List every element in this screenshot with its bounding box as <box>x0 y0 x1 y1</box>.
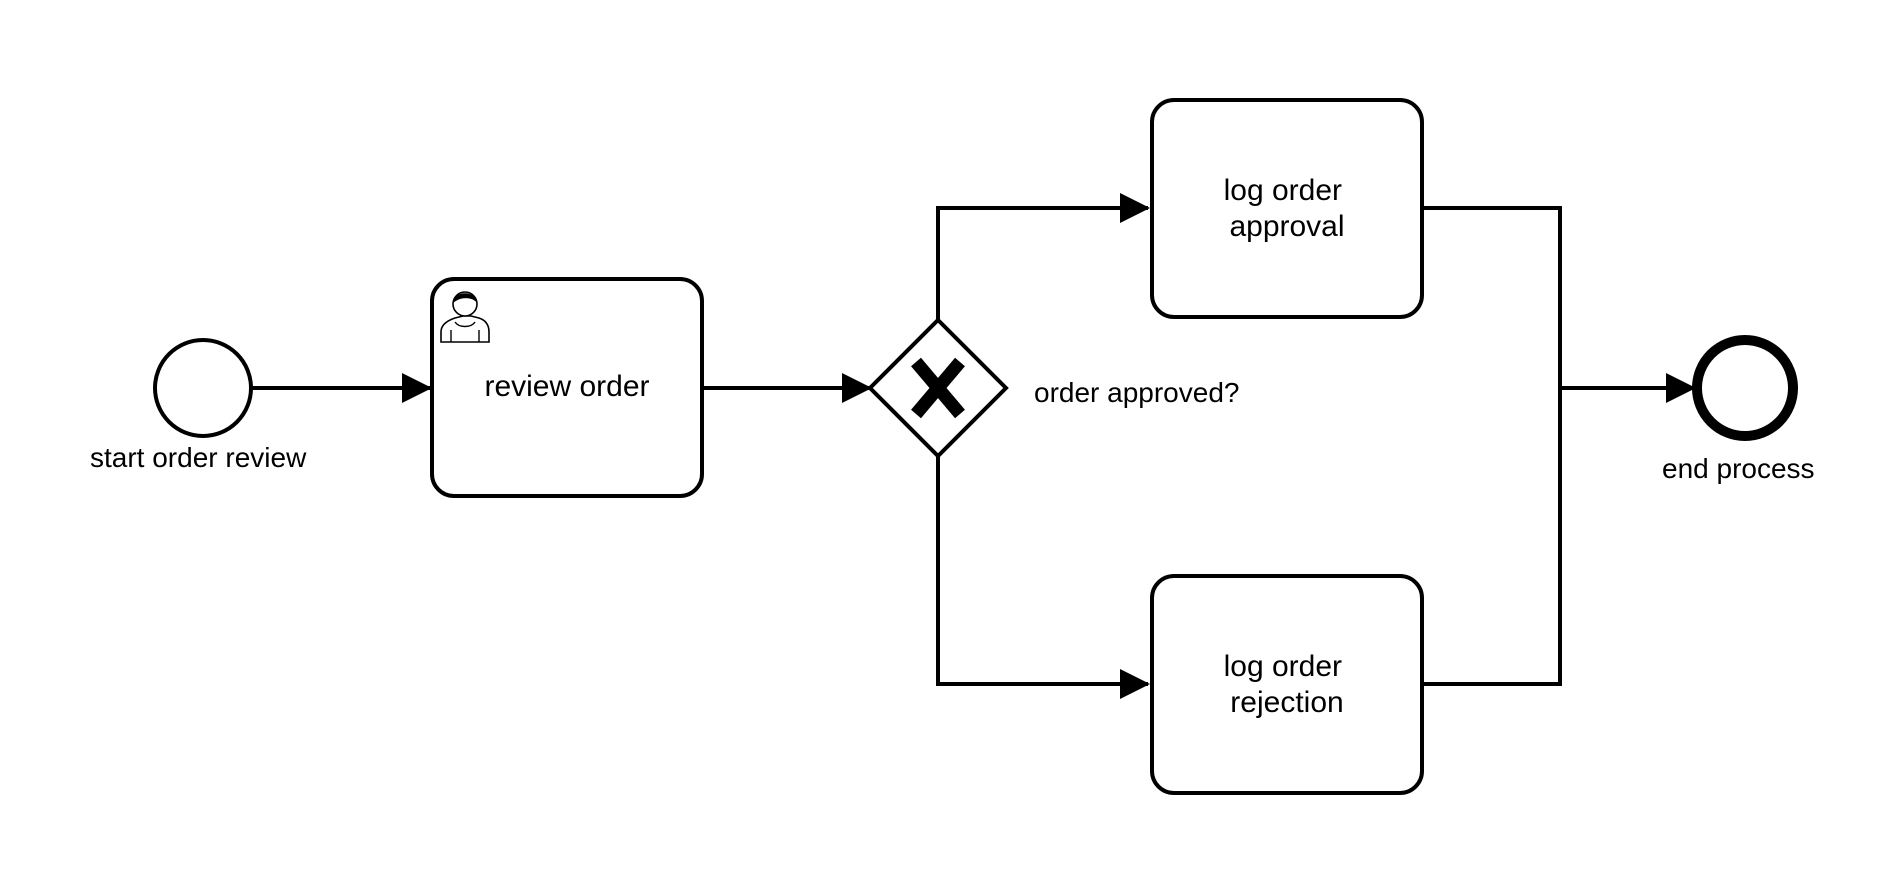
rejection-task-label-line1: log order <box>1224 650 1342 683</box>
sequence-flows <box>252 193 1696 699</box>
rejection-task-label: log order rejection <box>1224 650 1351 719</box>
flow-gateway-to-rejection[interactable] <box>936 454 1150 699</box>
review-order-label: review order <box>484 370 649 403</box>
log-order-approval-task[interactable] <box>1150 98 1424 319</box>
approval-task-label-line1: log order <box>1224 174 1342 207</box>
log-order-rejection-task[interactable] <box>1150 574 1424 795</box>
flow-rejection-to-end[interactable] <box>1422 388 1562 686</box>
flow-approval-to-end[interactable] <box>1422 206 1562 388</box>
approval-task-label-line2: approval <box>1229 210 1344 243</box>
end-event[interactable] <box>1692 335 1798 441</box>
rejection-task-label-line2: rejection <box>1230 686 1343 719</box>
end-event-label: end process <box>1662 453 1815 484</box>
gateway-label: order approved? <box>1034 377 1239 408</box>
flow-gateway-to-approval[interactable] <box>936 193 1150 322</box>
review-order-task[interactable] <box>430 277 704 498</box>
start-event-label: start order review <box>90 442 307 473</box>
exclusive-gateway-icon <box>911 357 965 419</box>
exclusive-gateway[interactable] <box>867 317 1009 459</box>
approval-task-label: log order approval <box>1224 174 1351 243</box>
user-icon <box>440 291 490 343</box>
start-event[interactable] <box>153 338 253 438</box>
